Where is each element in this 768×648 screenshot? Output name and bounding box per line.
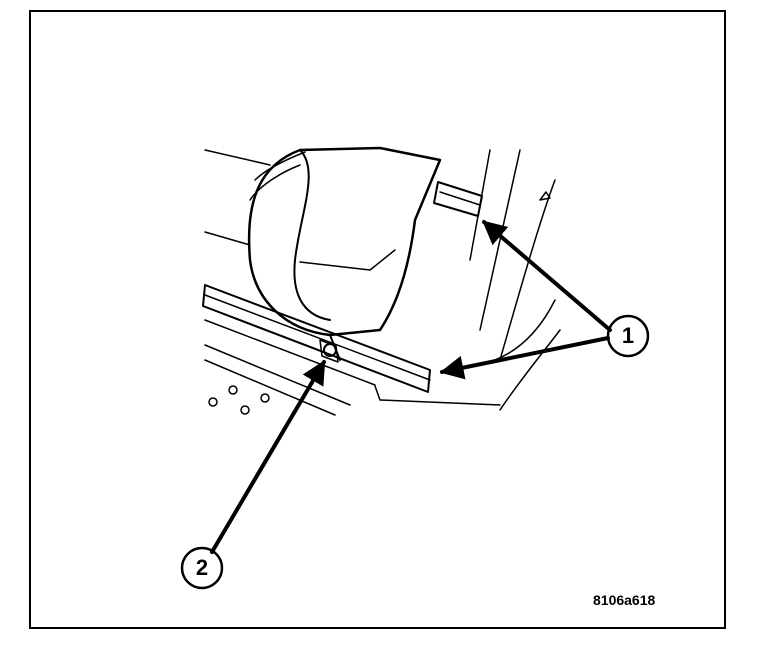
track-bolt [323,343,337,357]
leader-arrow-1a [482,220,612,332]
leader-arrow-2 [210,359,326,554]
callout-circle-2 [180,546,224,590]
seat-track-rear [433,181,483,217]
figure-frame [29,10,726,629]
figure-code: 8106a618 [593,592,656,608]
callout-2-label: 2 [195,555,209,580]
seat-track-front [202,284,431,393]
leader-arrow-1b [439,336,610,380]
callout-circle-1 [606,314,650,358]
callout-1-label: 1 [621,323,635,348]
